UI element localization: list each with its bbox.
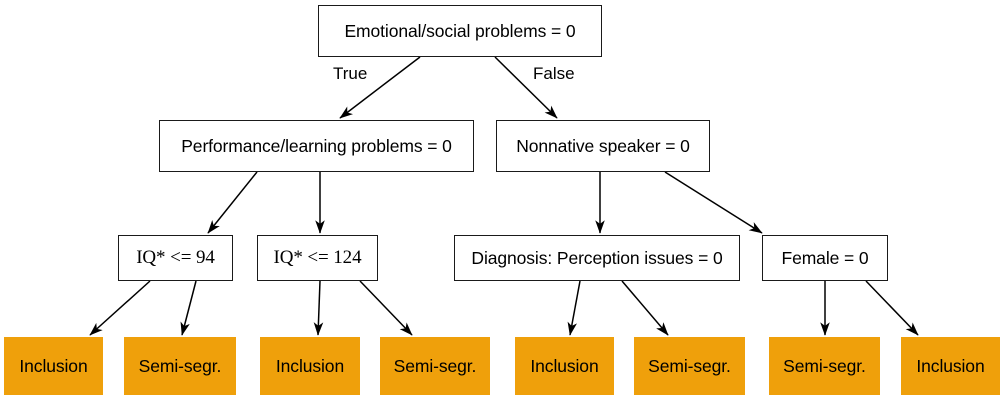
tree-edge-n1-to-n3 — [207, 171, 258, 234]
node-label: Semi-segr. — [138, 355, 222, 376]
leaf-node-l8[interactable]: Inclusion — [901, 337, 1000, 395]
decision-node-n5[interactable]: Diagnosis: Perception issues = 0 — [454, 235, 740, 281]
leaf-node-l3[interactable]: Inclusion — [260, 337, 360, 395]
decision-node-n2[interactable]: Nonnative speaker = 0 — [496, 120, 710, 172]
decision-node-n6[interactable]: Female = 0 — [762, 235, 888, 281]
node-label: IQ* <= 124 — [273, 247, 362, 268]
node-label: Semi-segr. — [783, 355, 866, 376]
decision-node-n3[interactable]: IQ* <= 94 — [118, 235, 233, 281]
tree-edge-n3-to-l2 — [180, 280, 197, 336]
node-label: Diagnosis: Perception issues = 0 — [471, 247, 723, 268]
decision-node-n4[interactable]: IQ* <= 124 — [257, 235, 378, 281]
node-label: IQ* <= 94 — [136, 247, 215, 268]
leaf-node-l1[interactable]: Inclusion — [4, 337, 103, 395]
leaf-node-l6[interactable]: Semi-segr. — [634, 337, 745, 395]
node-label: Semi-segr. — [393, 355, 477, 376]
tree-edge-n4-to-l4 — [359, 280, 413, 336]
node-label: Semi-segr. — [648, 355, 731, 376]
node-label: Inclusion — [19, 355, 88, 376]
tree-edge-n3-to-l1 — [89, 280, 151, 336]
decision-node-n1[interactable]: Performance/learning problems = 0 — [159, 120, 474, 172]
tree-edge-n4-to-l3 — [313, 280, 324, 336]
node-label: Female = 0 — [781, 247, 869, 268]
tree-edge-n2-to-n6 — [664, 171, 763, 234]
node-label: Inclusion — [916, 355, 985, 376]
leaf-node-l7[interactable]: Semi-segr. — [769, 337, 880, 395]
edge-label-true: True — [333, 64, 368, 83]
tree-edge-n5-to-l6 — [621, 280, 669, 336]
tree-edges — [89, 56, 919, 336]
decision-node-n0[interactable]: Emotional/social problems = 0 — [318, 5, 602, 57]
tree-edge-n5-to-l5 — [567, 280, 581, 336]
node-label: Nonnative speaker = 0 — [516, 135, 690, 156]
node-label: Performance/learning problems = 0 — [181, 135, 452, 156]
node-label: Inclusion — [530, 355, 599, 376]
leaf-node-l2[interactable]: Semi-segr. — [124, 337, 236, 395]
node-label: Emotional/social problems = 0 — [344, 20, 576, 41]
node-label: Inclusion — [275, 355, 345, 376]
edge-label-false: False — [533, 64, 575, 83]
leaf-node-l4[interactable]: Semi-segr. — [380, 337, 490, 395]
tree-edge-n6-to-l8 — [865, 280, 919, 336]
leaf-node-l5[interactable]: Inclusion — [515, 337, 614, 395]
